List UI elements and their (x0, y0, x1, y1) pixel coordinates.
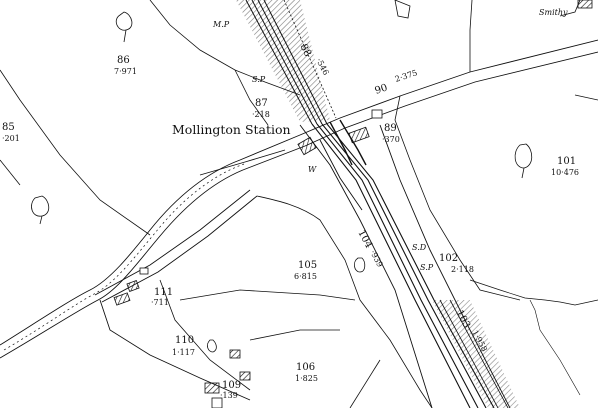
w-label: W (308, 165, 317, 174)
parcel-number: 106 (296, 362, 315, 373)
farm-building-1 (113, 292, 131, 306)
station-building-2 (348, 126, 370, 144)
parcel-area: 7·971 (114, 67, 137, 76)
parcel-area: 10·476 (551, 168, 579, 177)
parcel-area: 2·118 (451, 265, 474, 274)
parcel-number: 101 (557, 156, 576, 167)
parcel-area: 6·815 (294, 272, 317, 281)
signal-box (371, 109, 383, 119)
trees (31, 0, 533, 353)
parcel-number: 86 (117, 55, 130, 66)
cottage-2 (229, 349, 241, 359)
tree-105 (354, 257, 366, 273)
parcel-number: 90 (374, 82, 390, 96)
parcel-number: 110 (175, 335, 194, 346)
parcel-area: 1·825 (295, 374, 318, 383)
parcel-area: ·939 (368, 249, 384, 269)
southern-lane (94, 189, 258, 401)
parcel-area: ·139 (220, 391, 238, 400)
parcel-number: 104 (355, 228, 374, 250)
station-name-label: Mollington Station (172, 122, 291, 137)
parcel-number: 109 (222, 380, 241, 391)
parcel-number: 89 (384, 123, 397, 134)
parcel-area: ·201 (2, 134, 20, 143)
main-road (0, 39, 598, 359)
cottage-4 (211, 397, 223, 408)
tree-110 (207, 339, 217, 353)
sd-label: S.D (412, 243, 427, 252)
tree-101 (514, 143, 533, 169)
parcel-area: 1·117 (172, 348, 195, 357)
parcel-area: ·711 (151, 298, 169, 307)
cottage-3 (239, 371, 251, 381)
farm-building-2 (126, 280, 140, 292)
parcel-number: 85 (2, 122, 15, 133)
smithy-building (577, 0, 593, 9)
parcel-area: ·370 (382, 135, 400, 144)
cottage-1 (204, 382, 220, 394)
railway-embankment-north (236, 0, 330, 122)
parcel-number: 102 (439, 253, 458, 264)
smithy-label: Smithy (539, 8, 568, 17)
sp-north-label: S.P (252, 75, 266, 84)
railway-embankment-south (432, 300, 520, 408)
tree-85 (31, 195, 50, 217)
sp-south-label: S.P (420, 263, 434, 272)
pond-smithy (394, 0, 411, 19)
buildings (113, 0, 593, 408)
farm-building-3 (139, 267, 149, 275)
parcel-number: 111 (154, 287, 173, 298)
parcel-number: 88 (297, 42, 313, 58)
parcel-number: 105 (298, 260, 317, 271)
parcel-area: ·218 (252, 110, 270, 119)
tree-86 (115, 11, 133, 31)
mp-label: M.P (212, 20, 230, 29)
parcel-area: 2·375 (394, 68, 419, 84)
parcel-number: 87 (255, 98, 268, 109)
station-building (297, 136, 317, 156)
railway (236, 0, 520, 408)
